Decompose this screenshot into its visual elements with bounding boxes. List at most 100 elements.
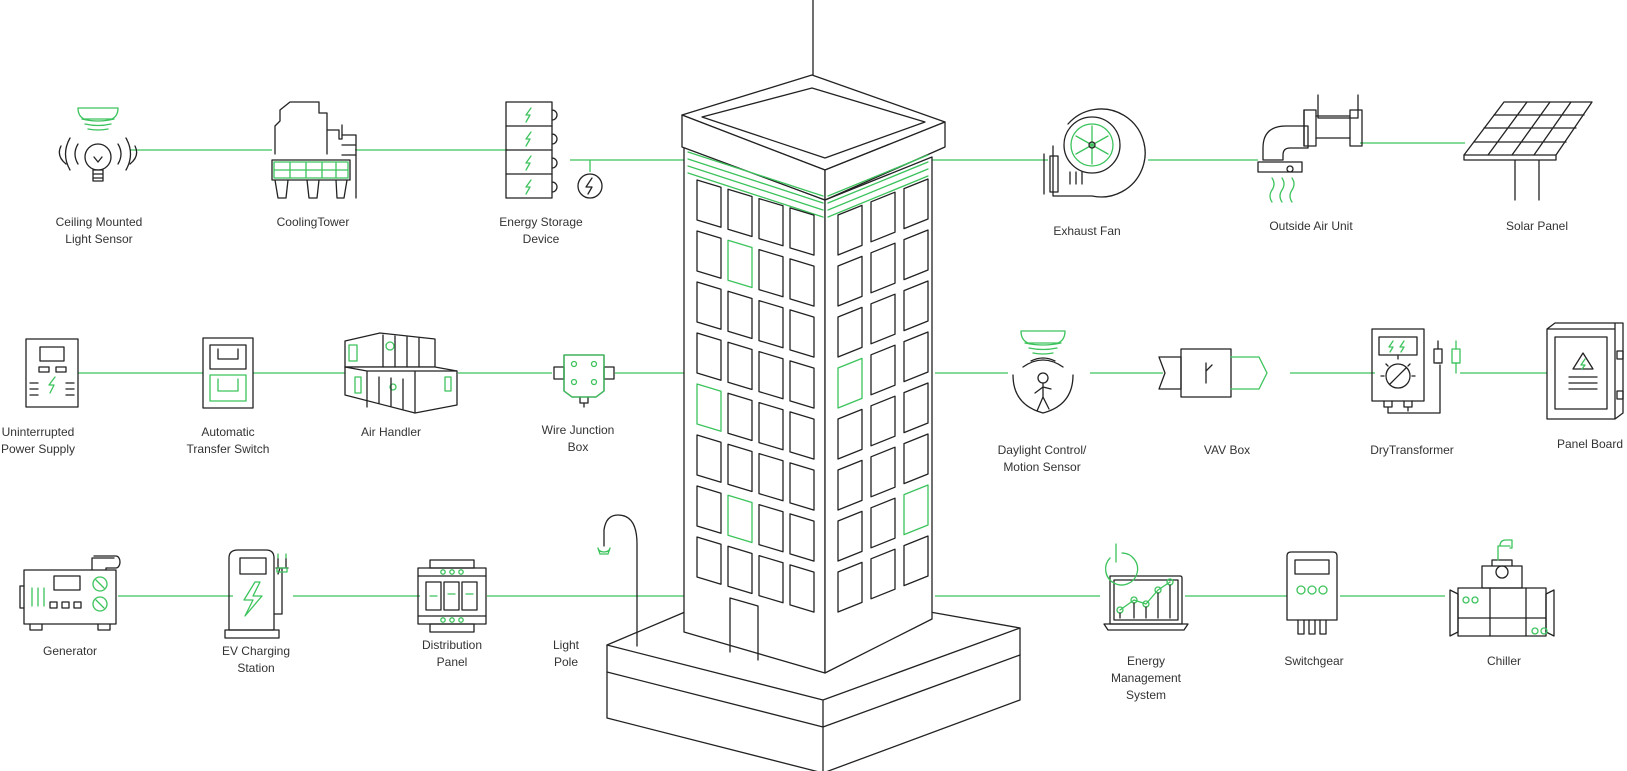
building-window (727, 188, 753, 238)
building-window (903, 433, 929, 485)
building-window (870, 242, 896, 294)
building-window (837, 510, 863, 562)
cooling-tower-label: CoolingTower (276, 215, 350, 229)
building-window (903, 229, 929, 281)
building-window (727, 443, 753, 493)
building-window (870, 395, 896, 447)
building-window (789, 309, 815, 358)
building-window (789, 462, 815, 511)
generator-icon (19, 555, 121, 631)
outside-air-unit-label: Outside Air Unit (1269, 219, 1353, 233)
building-window (837, 357, 863, 409)
multimeter-icon (1371, 328, 1461, 414)
building-window (696, 383, 722, 432)
battery-stack-icon (505, 101, 603, 199)
building-window (758, 299, 784, 349)
building-window (903, 280, 929, 332)
motion-sensor-icon (1012, 330, 1074, 414)
chiller-label: Chiller (1486, 654, 1521, 668)
building-window (837, 459, 863, 511)
building-window (789, 411, 815, 460)
building-window (870, 293, 896, 345)
dry-transformer-label: DryTransformer (1370, 443, 1454, 457)
building-window (758, 401, 784, 451)
air-pipe-icon (1257, 94, 1363, 203)
building-window (789, 360, 815, 409)
switchgear-icon (1286, 551, 1338, 635)
panel-board-label: Panel Board (1556, 437, 1624, 451)
air-handler-label: Air Handler (360, 425, 422, 439)
daylight-motion-label: Daylight Control/ Motion Sensor (997, 443, 1087, 474)
building-window (903, 535, 929, 587)
building-window (758, 197, 784, 247)
distribution-panel-label: Distribution Panel (421, 638, 483, 669)
panel-board-icon (1546, 322, 1624, 420)
building-window (696, 536, 722, 585)
building-window (696, 230, 722, 279)
building-window (837, 561, 863, 613)
ups-icon (25, 338, 79, 408)
light-sensor-icon (58, 107, 138, 182)
building-window (758, 503, 784, 553)
energy-storage-label: Energy Storage Device (499, 215, 583, 246)
building-window (837, 255, 863, 307)
building-window (727, 239, 753, 289)
building-icon (606, 0, 1021, 771)
building-window (903, 178, 929, 230)
building-window (789, 513, 815, 562)
building-window (837, 408, 863, 460)
cooling-tower-icon (271, 101, 357, 199)
connector-lines (78, 142, 1547, 597)
building-window (870, 446, 896, 498)
energy-management-label: Energy Management System (1110, 654, 1182, 702)
building-windows-left (696, 179, 815, 613)
building-window (696, 485, 722, 534)
transfer-switch-icon (202, 337, 254, 409)
building-window (727, 545, 753, 595)
building-window (870, 548, 896, 600)
building-window (837, 306, 863, 358)
ats-label: Automatic Transfer Switch (186, 425, 270, 456)
building-window (903, 382, 929, 434)
building-window (758, 554, 784, 604)
building-window (727, 494, 753, 544)
exhaust-fan-icon (1043, 108, 1146, 198)
building-window (727, 290, 753, 340)
building-window (870, 191, 896, 243)
building-window (727, 341, 753, 391)
ceiling-light-sensor-label: Ceiling Mounted Light Sensor (55, 215, 143, 246)
building-window (758, 452, 784, 502)
building-window (696, 434, 722, 483)
building-window (789, 207, 815, 256)
building-window (903, 484, 929, 536)
distribution-panel-icon (417, 559, 487, 633)
building-window (870, 497, 896, 549)
light-pole-icon (597, 514, 638, 647)
connector-top-right (930, 142, 1465, 161)
building-window (870, 344, 896, 396)
building-window (758, 350, 784, 400)
exhaust-fan-label: Exhaust Fan (1053, 224, 1121, 238)
building-window (696, 281, 722, 330)
building-window (758, 248, 784, 298)
building-windows-right (837, 178, 929, 613)
chiller-icon (1449, 539, 1555, 637)
connector-top-left (130, 149, 685, 172)
ev-charging-label: EV Charging Station (221, 644, 291, 675)
vav-box-icon (1158, 348, 1268, 398)
light-pole-label: Light Pole (552, 638, 580, 669)
vav-box-label: VAV Box (1203, 443, 1251, 457)
building-window (696, 179, 722, 228)
junction-box-icon (553, 354, 615, 408)
ups-label: Uninterrupted Power Supply (0, 425, 76, 456)
building-window (727, 392, 753, 442)
solar-panel-label: Solar Panel (1505, 219, 1569, 233)
building-window (903, 331, 929, 383)
air-handler-icon (344, 332, 458, 414)
wire-junction-label: Wire Junction Box (541, 423, 615, 454)
solar-panel-icon (1463, 101, 1593, 201)
ev-charger-icon (224, 549, 289, 639)
laptop-chart-icon (1103, 543, 1189, 631)
building-window (696, 332, 722, 381)
